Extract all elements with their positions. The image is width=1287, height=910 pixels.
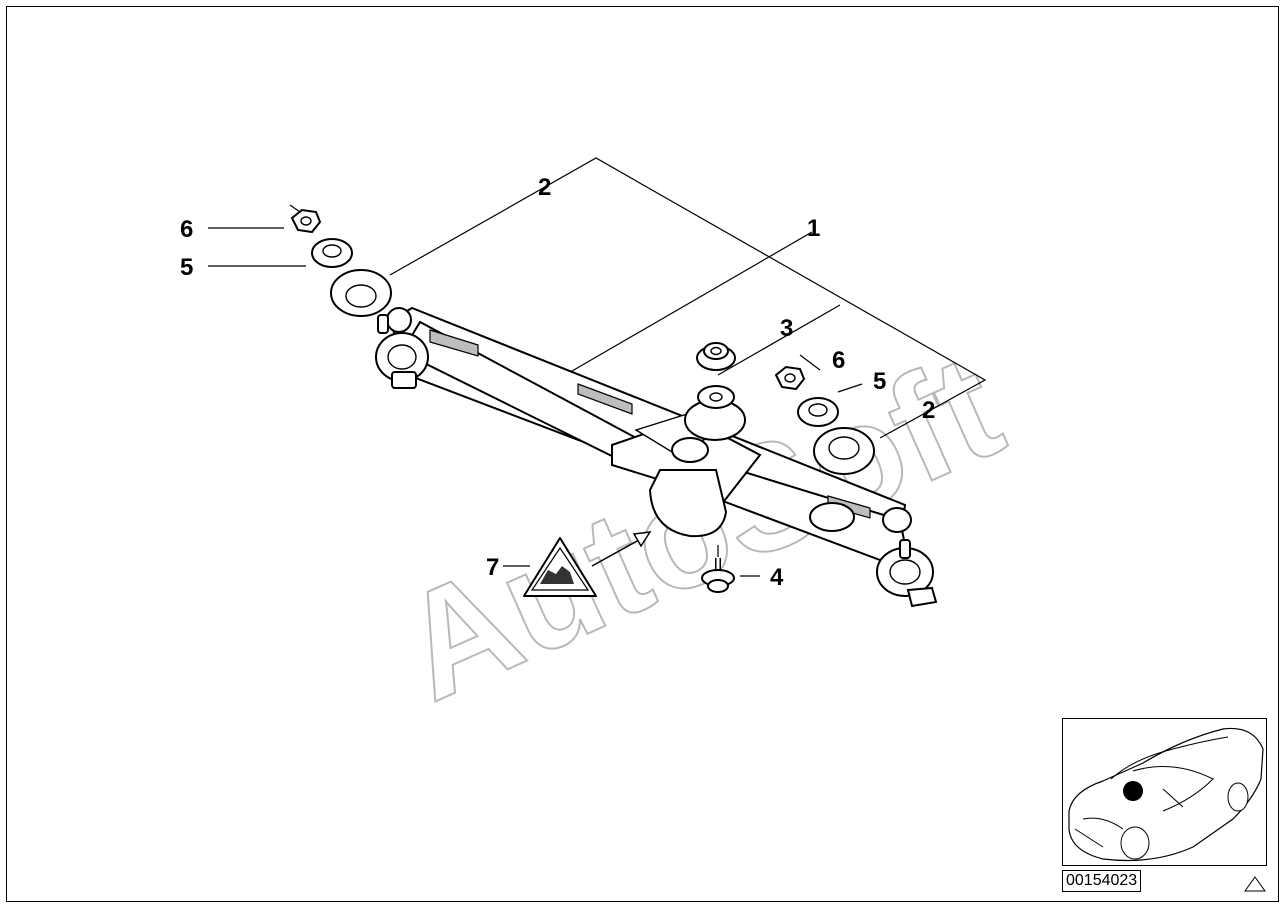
callout-2-left: 2 (538, 174, 551, 201)
warning-label[interactable] (523, 537, 597, 597)
callout-6-right: 6 (832, 347, 845, 374)
diagram-number: 00154023 (1062, 870, 1142, 892)
callout-4: 4 (770, 564, 784, 591)
vehicle-locator-thumbnail (1062, 718, 1267, 866)
leader-lines (208, 204, 863, 577)
grommet-left[interactable] (330, 269, 392, 317)
motor-bushing[interactable] (696, 342, 736, 409)
callout-5-right: 5 (873, 368, 886, 395)
washer-right[interactable] (797, 397, 839, 427)
washer-left[interactable] (311, 238, 353, 268)
callout-2-right: 2 (922, 397, 935, 424)
callout-6-left: 6 (180, 216, 193, 243)
car-outline-icon (1068, 727, 1264, 862)
wiper-linkage-assembly[interactable] (375, 306, 938, 608)
mounting-bolt[interactable] (701, 558, 735, 593)
diagram-frame (6, 6, 1279, 902)
callout-5-left: 5 (180, 254, 193, 281)
callout-1: 1 (807, 215, 820, 242)
arrow-to-motor (591, 531, 652, 567)
callout-3: 3 (780, 315, 793, 342)
callout-7: 7 (486, 554, 499, 581)
bracket-lines (389, 157, 987, 439)
corner-triangle-icon (1244, 876, 1266, 892)
hex-nut-right[interactable] (774, 365, 806, 391)
grommet-right[interactable] (813, 427, 875, 475)
hex-nut-left[interactable] (290, 208, 322, 234)
location-marker (1123, 781, 1143, 801)
callout-labels: 6 5 2 1 3 6 5 2 7 4 (180, 174, 935, 591)
